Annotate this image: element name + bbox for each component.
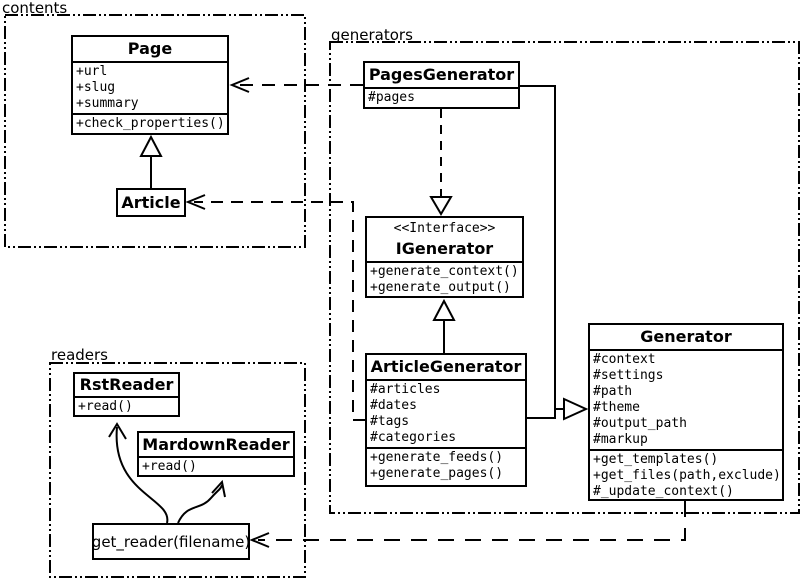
class-igenerator-methods: +generate_context() +generate_output() bbox=[367, 261, 522, 296]
class-generator-methods: +get_templates() +get_files(path,exclude… bbox=[590, 449, 782, 499]
curved-arrow-getreader-markdownreader bbox=[177, 479, 226, 524]
class-article-name: Article bbox=[121, 193, 181, 212]
class-rst-reader-methods: +read() bbox=[75, 396, 178, 415]
class-article-generator-attributes: #articles #dates #tags #categories bbox=[367, 379, 525, 447]
package-readers-label: readers bbox=[51, 346, 108, 364]
class-page-name: Page bbox=[127, 39, 173, 58]
dependency-arrow-generator-getreader bbox=[249, 501, 686, 548]
inheritance-arrow-to-generator bbox=[520, 85, 589, 421]
function-get-reader-label: get_reader(filename) bbox=[92, 532, 250, 551]
class-rst-reader: RstReader +read() bbox=[73, 372, 180, 417]
class-markdown-reader: MardownReader +read() bbox=[137, 431, 295, 477]
curved-arrow-getreader-rstreader bbox=[108, 422, 169, 524]
class-rst-reader-name: RstReader bbox=[79, 375, 174, 394]
class-igenerator-name: IGenerator bbox=[395, 239, 494, 258]
package-contents-border bbox=[4, 14, 306, 248]
realization-arrow-pagesgenerator-igenerator bbox=[429, 109, 453, 216]
class-page-attributes: +url +slug +summary bbox=[73, 61, 227, 113]
class-igenerator: <<Interface>> IGenerator +generate_conte… bbox=[365, 216, 524, 298]
class-pages-generator: PagesGenerator #pages bbox=[363, 61, 520, 109]
class-page-methods: +check_properties() bbox=[73, 113, 227, 133]
class-article-generator-methods: +generate_feeds() +generate_pages() bbox=[367, 447, 525, 483]
class-page: Page +url +slug +summary +check_properti… bbox=[71, 35, 229, 135]
inheritance-arrow-article-page bbox=[139, 134, 163, 188]
class-generator-name: Generator bbox=[640, 327, 732, 346]
class-pages-generator-name: PagesGenerator bbox=[368, 65, 515, 84]
inheritance-arrow-articlegenerator-igenerator bbox=[432, 298, 456, 353]
package-generators-border bbox=[329, 41, 800, 514]
class-pages-generator-attributes: #pages bbox=[365, 87, 518, 107]
dependency-arrow-pagesgenerator-page bbox=[229, 77, 363, 93]
function-get-reader: get_reader(filename) bbox=[92, 523, 250, 560]
class-article-generator: ArticleGenerator #articles #dates #tags … bbox=[365, 353, 527, 487]
class-igenerator-stereotype: <<Interface>> bbox=[393, 221, 496, 236]
class-markdown-reader-name: MardownReader bbox=[142, 435, 290, 454]
package-generators-label: generators bbox=[331, 26, 413, 44]
class-markdown-reader-methods: +read() bbox=[139, 456, 293, 475]
class-generator-attributes: #context #settings #path #theme #output_… bbox=[590, 349, 782, 449]
dependency-arrow-articlegenerator-article bbox=[185, 194, 365, 421]
class-generator: Generator #context #settings #path #them… bbox=[588, 323, 784, 501]
class-article: Article bbox=[116, 188, 186, 217]
class-article-generator-name: ArticleGenerator bbox=[370, 357, 522, 376]
package-contents-label: contents bbox=[2, 0, 68, 17]
